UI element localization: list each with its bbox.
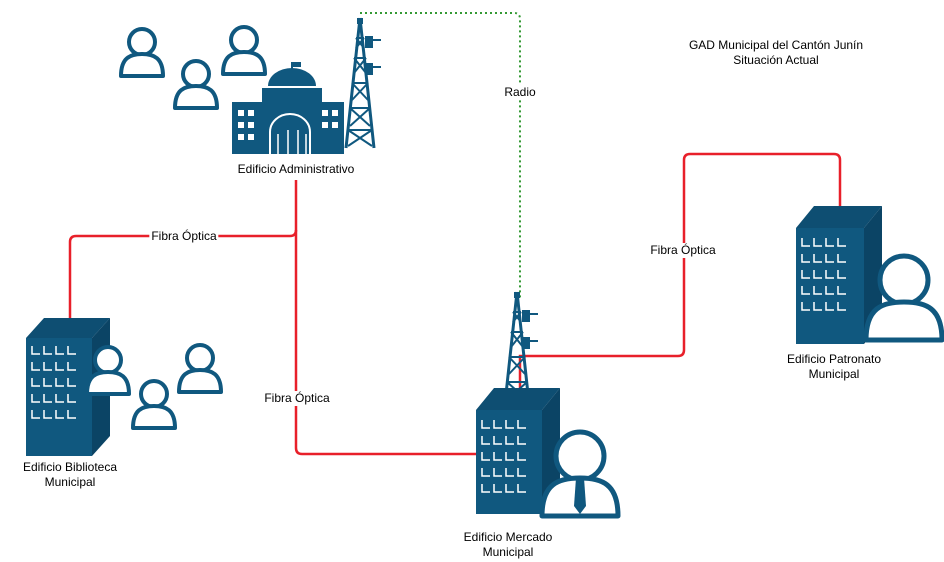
- mercado-label-line2: Municipal: [482, 545, 534, 559]
- patronato-label-line1: Edificio Patronato: [786, 352, 882, 366]
- radio-tower-icon: [344, 16, 383, 150]
- title-line-2: Situación Actual: [733, 53, 819, 67]
- edificio-administrativo-icon: [119, 16, 383, 154]
- edificio-mercado-icon: [476, 290, 618, 516]
- title-line-1: GAD Municipal del Cantón Junín: [688, 38, 864, 52]
- biblioteca-label: Edificio Biblioteca Municipal: [23, 460, 117, 490]
- user-icon: [173, 59, 219, 110]
- patronato-label-line2: Municipal: [808, 367, 860, 381]
- mercado-label: Edificio Mercado Municipal: [464, 530, 553, 560]
- diagram-title: GAD Municipal del Cantón Junín Situación…: [689, 38, 863, 68]
- radio-link: [360, 12, 521, 298]
- fiber-line-biblioteca: [68, 180, 298, 318]
- fiber-links: [68, 152, 842, 456]
- fibra-optica-label-patronato: Fibra Óptica: [648, 243, 718, 258]
- fiber-line-patronato: [518, 152, 842, 398]
- edificio-biblioteca-icon: [26, 318, 223, 456]
- fibra-optica-label-biblioteca: Fibra Óptica: [149, 229, 219, 244]
- fibra-optica-label-mercado: Fibra Óptica: [262, 391, 332, 406]
- edificio-patronato-icon: [796, 206, 942, 344]
- biblioteca-label-line1: Edificio Biblioteca: [22, 460, 118, 474]
- radio-label: Radio: [502, 85, 538, 100]
- user-icon: [131, 379, 177, 430]
- biblioteca-label-line2: Municipal: [44, 475, 96, 489]
- government-building-icon: [232, 62, 344, 154]
- office-building-icon: [476, 388, 560, 514]
- user-icon: [119, 27, 165, 78]
- admin-label: Edificio Administrativo: [235, 162, 357, 177]
- fiber-line-mercado: [294, 230, 478, 456]
- user-icon: [177, 343, 223, 394]
- manager-user-icon: [542, 432, 618, 516]
- patronato-label: Edificio Patronato Municipal: [787, 352, 881, 382]
- mercado-label-line1: Edificio Mercado: [463, 530, 553, 544]
- user-icon: [221, 25, 267, 76]
